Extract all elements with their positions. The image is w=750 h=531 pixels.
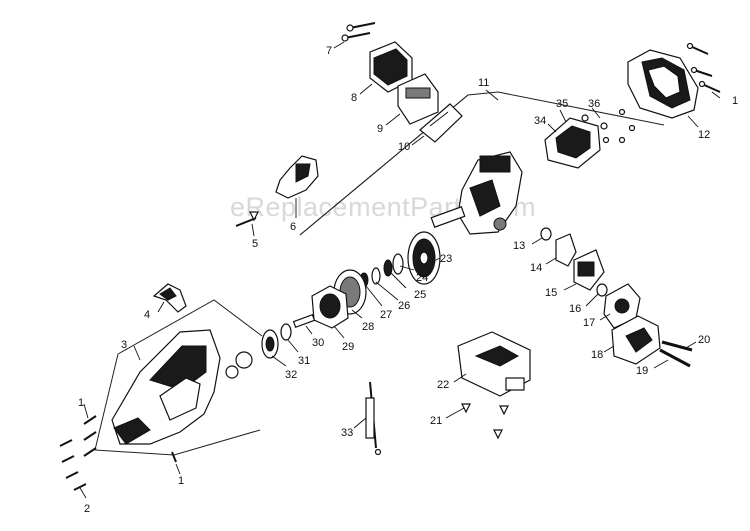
housing-group-left-outline bbox=[94, 353, 119, 451]
screw-part-1-top bbox=[686, 42, 721, 93]
callout-3: 3 bbox=[121, 339, 127, 351]
rods-part-19-20 bbox=[659, 340, 693, 368]
callout-15: 15 bbox=[545, 287, 557, 299]
callout-23: 23 bbox=[440, 253, 452, 265]
callout-16: 16 bbox=[569, 303, 581, 315]
callout-12: 12 bbox=[698, 129, 710, 141]
callout-2: 2 bbox=[84, 503, 90, 515]
callout-22: 22 bbox=[437, 379, 449, 391]
callout-1-top: 1 bbox=[732, 95, 738, 107]
callout-26: 26 bbox=[398, 300, 410, 312]
air-filter-part-8 bbox=[369, 41, 413, 93]
callout-14: 14 bbox=[530, 262, 542, 274]
ignition-part-22 bbox=[457, 331, 531, 397]
callout-5: 5 bbox=[252, 238, 258, 250]
housing-group-top-outline bbox=[117, 299, 263, 355]
callout-29: 29 bbox=[342, 341, 354, 353]
callout-36: 36 bbox=[588, 98, 600, 110]
callout-8: 8 bbox=[351, 92, 357, 104]
filter-cover-part-9 bbox=[397, 73, 439, 125]
callout-11: 11 bbox=[478, 77, 489, 89]
callout-13: 13 bbox=[513, 240, 525, 252]
washer-part-31 bbox=[280, 323, 292, 341]
housing-part-3 bbox=[111, 329, 253, 445]
callout-19: 19 bbox=[636, 365, 648, 377]
pin-part-30 bbox=[292, 313, 316, 329]
engine-block-part-11 bbox=[430, 151, 523, 235]
callout-20: 20 bbox=[698, 334, 710, 346]
part-14 bbox=[555, 233, 577, 267]
callout-24: 24 bbox=[416, 272, 428, 284]
callout-1-bottom: 1 bbox=[178, 475, 184, 487]
callout-6: 6 bbox=[290, 221, 296, 233]
screws-part-21 bbox=[461, 403, 509, 440]
screws-part-1-2-left bbox=[59, 415, 177, 491]
callout-10: 10 bbox=[398, 141, 410, 153]
callout-32: 32 bbox=[285, 369, 297, 381]
spacer-part-32 bbox=[261, 329, 279, 359]
callout-17: 17 bbox=[583, 317, 595, 329]
screw-part-5 bbox=[235, 211, 259, 227]
cable-part-33 bbox=[365, 381, 382, 456]
plate-part-10 bbox=[419, 103, 463, 143]
callout-25: 25 bbox=[414, 289, 426, 301]
clutch-assembly-part-29 bbox=[311, 285, 349, 329]
callout-28: 28 bbox=[362, 321, 374, 333]
callout-21: 21 bbox=[430, 415, 442, 427]
callout-4: 4 bbox=[144, 309, 150, 321]
callout-30: 30 bbox=[312, 337, 324, 349]
bracket-part-6 bbox=[275, 155, 319, 199]
small-parts-24-27 bbox=[359, 253, 404, 288]
gasket-part-34 bbox=[544, 117, 601, 169]
callout-33: 33 bbox=[341, 427, 353, 439]
callout-1-left: 1 bbox=[78, 397, 84, 409]
callout-9: 9 bbox=[377, 123, 383, 135]
callout-31: 31 bbox=[298, 355, 310, 367]
part-13 bbox=[540, 227, 552, 241]
carburetor-parts-13-18 bbox=[540, 227, 661, 365]
trigger-part-4 bbox=[152, 283, 187, 313]
part-16 bbox=[596, 283, 608, 297]
callout-27: 27 bbox=[380, 309, 392, 321]
callout-18: 18 bbox=[591, 349, 603, 361]
callout-35: 35 bbox=[556, 98, 568, 110]
flywheel-part-23 bbox=[407, 231, 441, 285]
engine-cover-part-12 bbox=[627, 49, 699, 119]
callout-34: 34 bbox=[534, 115, 546, 127]
screw-part-7 bbox=[341, 22, 376, 42]
callout-7: 7 bbox=[326, 45, 332, 57]
washers-part-35-36 bbox=[581, 108, 636, 144]
